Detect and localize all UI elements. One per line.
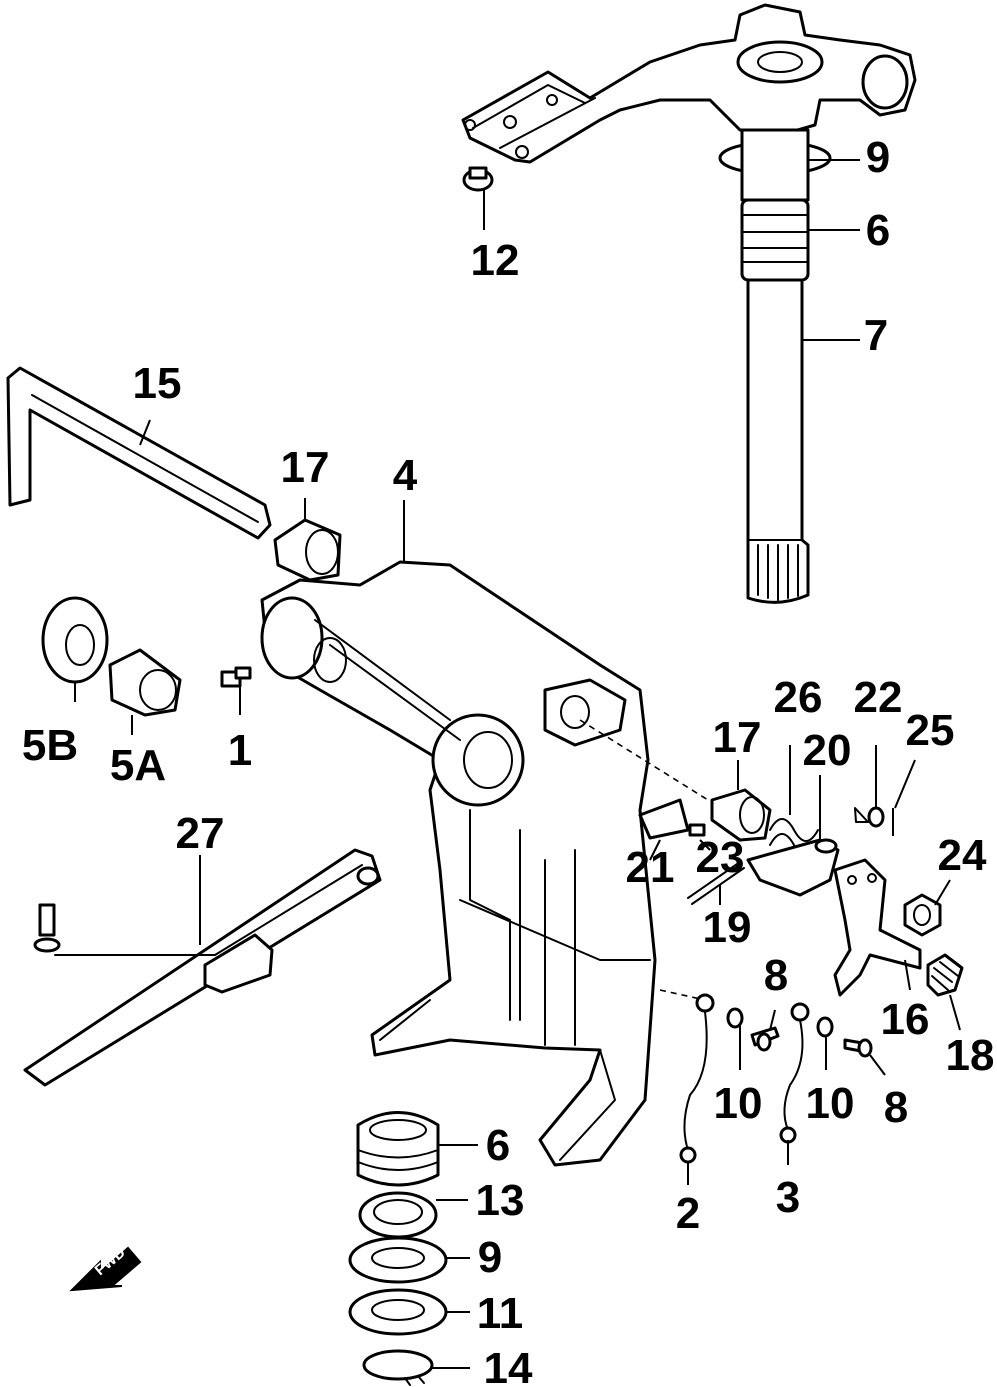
leader-lines	[74, 159, 961, 1369]
knob-18	[926, 953, 964, 997]
callout-9-upper: 9	[866, 133, 890, 182]
callout-8-left: 8	[764, 951, 788, 1000]
callout-24: 24	[938, 831, 987, 880]
washer-22	[867, 806, 885, 828]
forward-arrow-icon: FWD	[69, 1244, 142, 1292]
seal-13	[358, 1191, 438, 1239]
callout-2: 2	[676, 1189, 700, 1238]
ground-wire-2	[679, 993, 715, 1164]
callout-27: 27	[176, 809, 225, 858]
callout-7: 7	[864, 311, 888, 360]
callout-4: 4	[393, 451, 418, 500]
callout-21: 21	[626, 843, 675, 892]
pin-25	[854, 807, 894, 836]
washer-10-right	[816, 1016, 834, 1038]
lever-20	[746, 838, 840, 897]
callout-22: 22	[854, 673, 903, 722]
bracket-16	[833, 858, 922, 997]
callout-17-lower: 17	[713, 713, 762, 762]
callout-14: 14	[484, 1344, 533, 1387]
callout-5a: 5A	[110, 741, 166, 790]
callout-8-right: 8	[884, 1083, 908, 1132]
callout-6-lower: 6	[486, 1121, 510, 1170]
callout-19: 19	[703, 903, 752, 952]
bushing-17-lower	[710, 788, 772, 842]
callout-1: 1	[228, 726, 252, 775]
tilt-lever-15	[6, 366, 272, 540]
callout-18: 18	[946, 1031, 995, 1080]
plate-21	[638, 798, 690, 840]
callout-26: 26	[774, 673, 823, 722]
nut-24	[903, 893, 942, 937]
washer-5b	[41, 596, 109, 684]
callout-13: 13	[476, 1176, 525, 1225]
bushing-5a	[108, 648, 182, 717]
callouts: 1 2 3 4 5A 5B 6 6 7 8 8 9 9 10 10 11 12 …	[22, 133, 995, 1387]
washer-10-left	[726, 1007, 744, 1029]
callout-10-right: 10	[806, 1079, 855, 1128]
callout-25: 25	[906, 706, 955, 755]
washer-11	[348, 1288, 448, 1336]
callout-15: 15	[133, 359, 182, 408]
bushing-17-upper	[273, 518, 342, 582]
washer-9-lower	[348, 1236, 448, 1284]
callout-17-upper: 17	[281, 443, 330, 492]
bolt-23	[688, 823, 706, 837]
callout-10-left: 10	[714, 1079, 763, 1128]
callout-5b: 5B	[22, 721, 78, 770]
callout-12: 12	[471, 236, 520, 285]
swivel-bracket-4	[260, 560, 657, 1167]
bushing-6-lower	[356, 1111, 440, 1187]
bolt-8-left	[750, 1026, 780, 1052]
plug-12	[462, 166, 494, 192]
bolt-8-right	[843, 1038, 873, 1058]
callout-20: 20	[803, 726, 852, 775]
steering-bracket-assembly	[461, 3, 917, 604]
callout-3: 3	[776, 1173, 800, 1222]
callout-16: 16	[881, 995, 930, 1044]
grease-nipple-1	[220, 666, 252, 688]
callout-11: 11	[477, 1289, 524, 1338]
spring-19	[687, 861, 745, 905]
circlip-14	[362, 1349, 434, 1386]
callout-6-upper: 6	[866, 206, 890, 255]
callout-9-lower: 9	[478, 1233, 502, 1282]
tilt-lock-rod-27	[23, 848, 382, 1087]
callout-23: 23	[696, 833, 745, 882]
ground-wire-3	[779, 1002, 810, 1144]
